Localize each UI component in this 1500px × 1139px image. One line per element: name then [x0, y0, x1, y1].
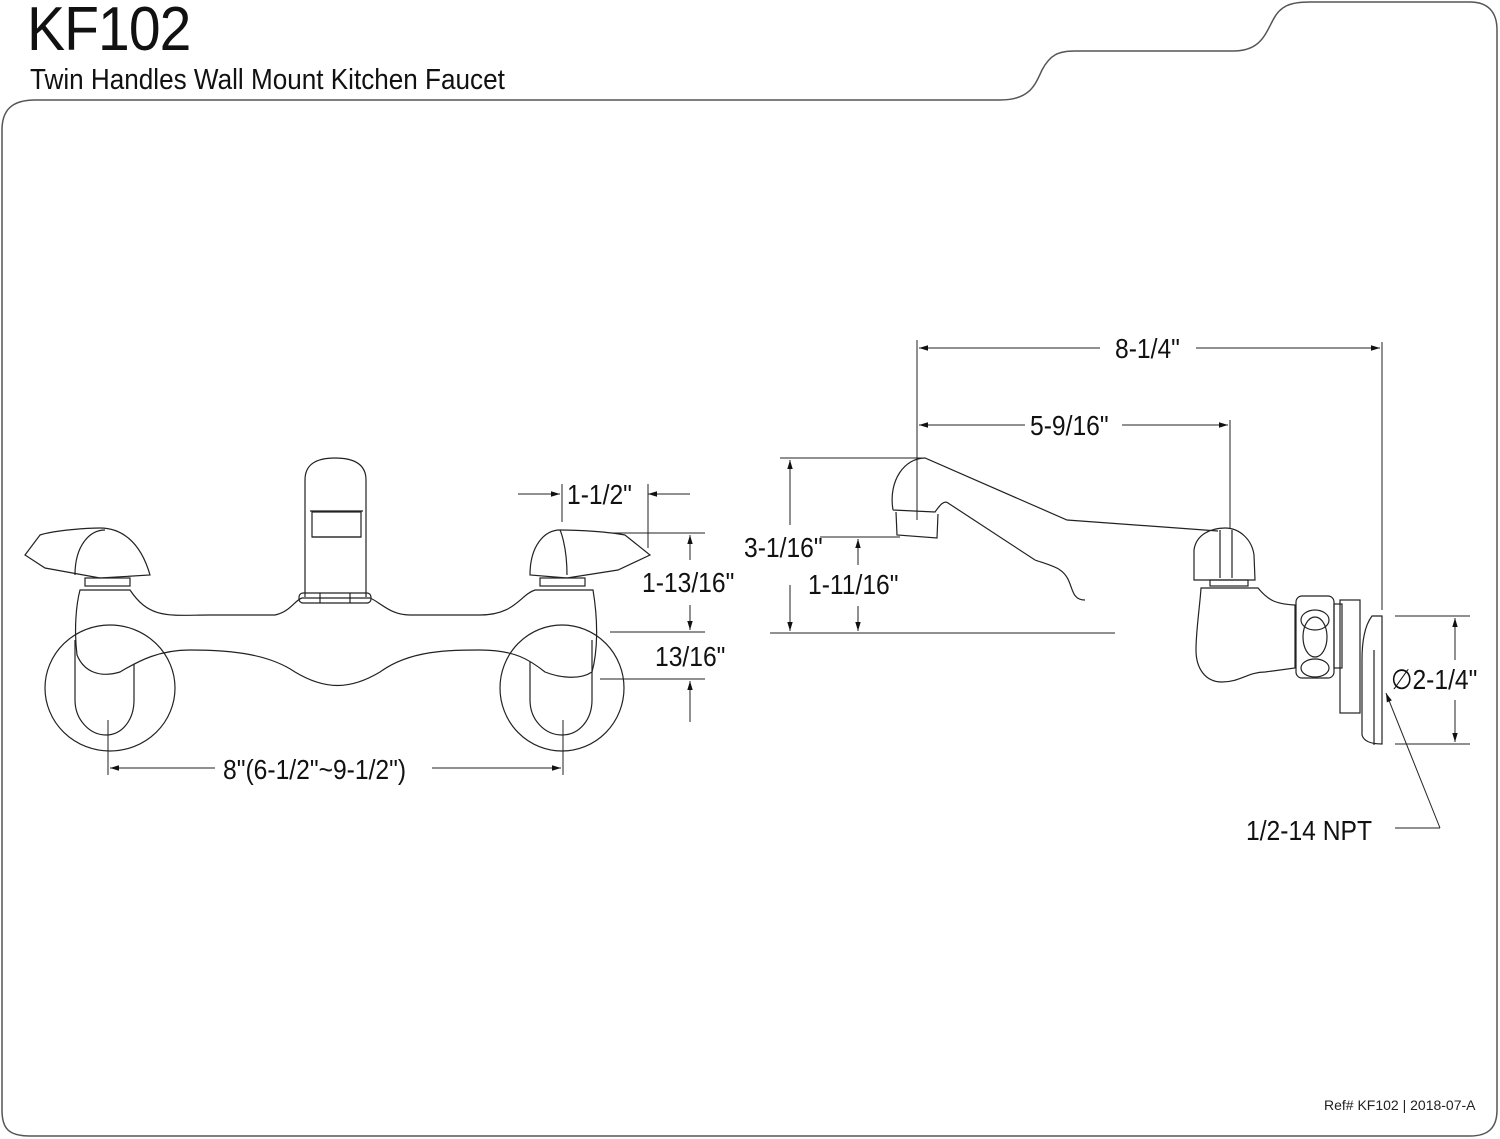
dim-spout-reach: 5-9/16": [1030, 410, 1109, 441]
dim-handle-width: 1-1/2": [567, 479, 632, 510]
dim-overall-height: 3-1/16": [744, 532, 823, 563]
dim-handle-height: 1-13/16": [642, 567, 735, 598]
side-view-faucet: [891, 457, 1383, 745]
dim-spout-clearance: 1-11/16": [808, 569, 899, 600]
dim-flange-diameter: ∅2-1/4": [1391, 664, 1478, 695]
reference-footer: Ref# KF102 | 2018-07-A: [1324, 1097, 1476, 1113]
flange: [1361, 615, 1383, 745]
dim-thread: 1/2-14 NPT: [1246, 815, 1372, 846]
dim-center-spacing: 8"(6-1/2"~9-1/2"): [223, 754, 407, 785]
dim-body-to-center: 13/16": [655, 641, 726, 672]
side-handle: [1193, 527, 1256, 581]
left-escutcheon: [44, 624, 176, 752]
right-handle: [529, 529, 652, 579]
model-title: KF102: [27, 0, 191, 64]
faucet-body: [74, 589, 598, 687]
right-escutcheon: [499, 624, 625, 752]
center-spout: [304, 457, 367, 597]
dim-overall-reach: 8-1/4": [1115, 333, 1180, 364]
model-description: Twin Handles Wall Mount Kitchen Faucet: [30, 64, 505, 96]
side-body: [1195, 587, 1296, 683]
front-view-faucet: [24, 457, 652, 752]
left-handle: [24, 527, 151, 579]
diameter-icon: ∅: [1391, 664, 1413, 695]
side-spout: [891, 457, 1219, 601]
